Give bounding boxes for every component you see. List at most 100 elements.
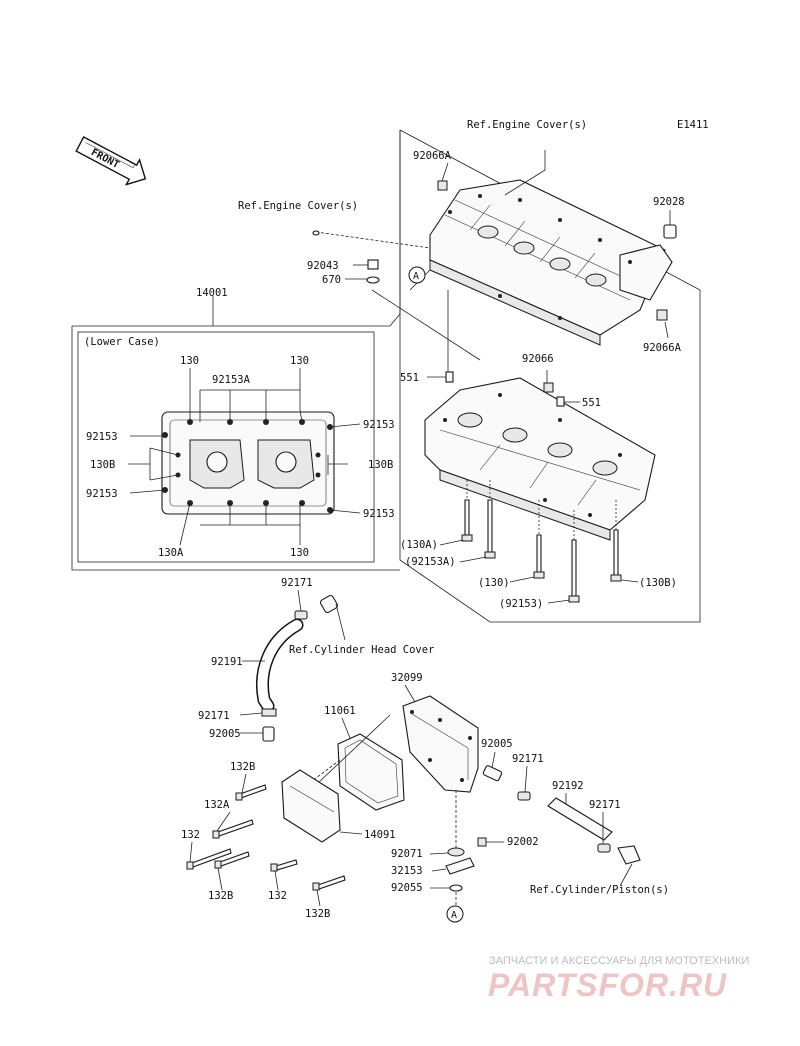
bolt-92153a-label[interactable]: (92153A) xyxy=(405,556,456,568)
fitting-92005-right[interactable] xyxy=(482,765,503,782)
part-92043-label[interactable]: 92043 xyxy=(307,260,339,272)
bolt-130[interactable] xyxy=(533,534,545,579)
bolt-92153-label[interactable]: (92153) xyxy=(499,598,543,610)
strainer-32153[interactable] xyxy=(445,857,475,875)
lc-130-left-label[interactable]: 130 xyxy=(180,355,199,367)
clamp-92171-r1[interactable] xyxy=(517,791,531,801)
lc-130b-left-label[interactable]: 130B xyxy=(90,459,115,471)
fitting-ref-cylinder xyxy=(617,845,641,865)
hose-92192[interactable] xyxy=(547,797,613,841)
watermark: ЗАПЧАСТИ И АКСЕССУАРЫ ДЛЯ МОТОТЕХНИКИ PA… xyxy=(488,955,749,1003)
cover-14091[interactable] xyxy=(281,769,341,843)
part-92002-label[interactable]: 92002 xyxy=(507,836,539,848)
washer-92071[interactable] xyxy=(447,847,465,857)
bolt-92002[interactable] xyxy=(477,837,487,847)
part-92171-r1-label[interactable]: 92171 xyxy=(512,753,544,765)
nut-92066a-top[interactable] xyxy=(437,180,448,191)
part-92028-label[interactable]: 92028 xyxy=(653,196,685,208)
oil-pan-32099[interactable] xyxy=(402,695,479,793)
part-92171-r2-label[interactable]: 92171 xyxy=(589,799,621,811)
part-92066a-right-label[interactable]: 92066A xyxy=(643,342,682,354)
part-92071-label[interactable]: 92071 xyxy=(391,848,423,860)
dowel-551-right[interactable] xyxy=(556,396,565,407)
part-32153-label[interactable]: 32153 xyxy=(391,865,423,877)
part-32099-label[interactable]: 32099 xyxy=(391,672,423,684)
part-92005-right-label[interactable]: 92005 xyxy=(481,738,513,750)
clamp-92171-r2[interactable] xyxy=(597,843,611,853)
bolt-130b[interactable] xyxy=(610,529,622,582)
lc-130-right-label[interactable]: 130 xyxy=(290,355,309,367)
fitting-ref-head-cover xyxy=(319,594,339,614)
ref-engine-cover-top[interactable]: Ref.Engine Cover(s) xyxy=(467,119,587,131)
lc-92153-rb-label[interactable]: 92153 xyxy=(363,508,395,520)
ref-engine-cover-left[interactable]: Ref.Engine Cover(s) xyxy=(238,200,358,212)
bolt-92153[interactable] xyxy=(568,539,580,603)
hose-92191[interactable] xyxy=(256,618,304,713)
callout-a-bottom[interactable]: A xyxy=(446,905,464,923)
part-670-label[interactable]: 670 xyxy=(322,274,341,286)
part-132b-bottom2-label[interactable]: 132B xyxy=(305,908,330,920)
nut-92066a-right[interactable] xyxy=(656,309,668,321)
lower-crankcase[interactable] xyxy=(424,377,656,541)
plug-92043[interactable] xyxy=(367,259,379,270)
part-551-right-label[interactable]: 551 xyxy=(582,397,601,409)
lc-130-bottom-label[interactable]: 130 xyxy=(290,547,309,559)
clamp-92171-top[interactable] xyxy=(294,610,308,620)
lc-130a-label[interactable]: 130A xyxy=(158,547,184,559)
dowel-551-left[interactable] xyxy=(445,371,454,383)
part-92192-label[interactable]: 92192 xyxy=(552,780,584,792)
gasket-11061[interactable] xyxy=(337,733,405,811)
part-92005-left-label[interactable]: 92005 xyxy=(209,728,241,740)
part-132-left-label[interactable]: 132 xyxy=(181,829,200,841)
bolt-132-left[interactable] xyxy=(186,848,232,870)
bolt-130a-label[interactable]: (130A) xyxy=(400,539,438,551)
lc-92153-rt-label[interactable]: 92153 xyxy=(363,419,395,431)
watermark-brand: PARTSFOR.RU xyxy=(488,967,727,1003)
part-92171-top-label[interactable]: 92171 xyxy=(281,577,313,589)
bolt-92153a[interactable] xyxy=(484,499,496,559)
part-92066-label[interactable]: 92066 xyxy=(522,353,554,365)
part-92055-label[interactable]: 92055 xyxy=(391,882,423,894)
lc-92153-lb-label[interactable]: 92153 xyxy=(86,488,118,500)
o-ring-670[interactable] xyxy=(366,276,380,284)
lower-case-title: (Lower Case) xyxy=(84,336,160,348)
lower-case-plan-view[interactable] xyxy=(161,411,335,515)
svg-text:A: A xyxy=(413,271,419,282)
part-92066a-top-label[interactable]: 92066A xyxy=(413,150,452,162)
o-ring-92055[interactable] xyxy=(449,884,463,892)
lower-case-bolt-points xyxy=(162,419,333,513)
ref-cylinder-head-cover[interactable]: Ref.Cylinder Head Cover xyxy=(289,644,434,656)
bolt-132a[interactable] xyxy=(212,819,254,839)
part-14091-label[interactable]: 14091 xyxy=(364,829,396,841)
bolt-132-bottom[interactable] xyxy=(270,859,298,872)
group-14001-frame xyxy=(71,130,401,571)
part-132b-bottom-label[interactable]: 132B xyxy=(208,890,233,902)
lc-92153a-label[interactable]: 92153A xyxy=(212,374,251,386)
part-92171-mid-label[interactable]: 92171 xyxy=(198,710,230,722)
front-arrow-icon: FRONT xyxy=(75,136,147,186)
part-14001-label[interactable]: 14001 xyxy=(196,287,228,299)
lc-92153-lt-label[interactable]: 92153 xyxy=(86,431,118,443)
bolt-132b-bottom2[interactable] xyxy=(312,875,346,891)
part-11061-label[interactable]: 11061 xyxy=(324,705,356,717)
cap-92028[interactable] xyxy=(663,224,677,239)
watermark-subtitle: ЗАПЧАСТИ И АКСЕССУАРЫ ДЛЯ МОТОТЕХНИКИ xyxy=(489,955,749,967)
clamp-92171-mid[interactable] xyxy=(261,708,277,717)
bolt-130-label[interactable]: (130) xyxy=(478,577,510,589)
part-132-bottom-label[interactable]: 132 xyxy=(268,890,287,902)
ref-cylinder-piston[interactable]: Ref.Cylinder/Piston(s) xyxy=(530,884,669,896)
callout-a-top[interactable]: A xyxy=(408,266,426,284)
bolt-132b-top[interactable] xyxy=(235,784,267,801)
part-551-left-label[interactable]: 551 xyxy=(400,372,419,384)
bolt-130b-label[interactable]: (130B) xyxy=(639,577,677,589)
nut-92066[interactable] xyxy=(543,382,554,393)
part-92191-label[interactable]: 92191 xyxy=(211,656,243,668)
part-132b-top-label[interactable]: 132B xyxy=(230,761,255,773)
lc-130b-right-label[interactable]: 130B xyxy=(368,459,393,471)
svg-text:A: A xyxy=(451,910,457,921)
fitting-92005-left[interactable] xyxy=(262,726,275,742)
part-132a-label[interactable]: 132A xyxy=(204,799,230,811)
upper-crankcase[interactable] xyxy=(429,179,673,346)
bolt-130a[interactable] xyxy=(461,499,473,542)
